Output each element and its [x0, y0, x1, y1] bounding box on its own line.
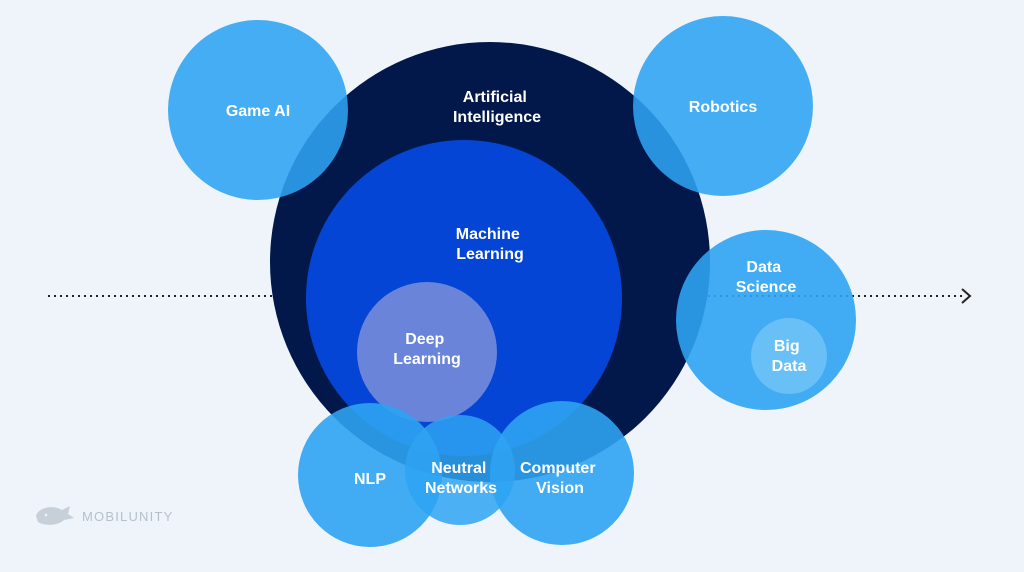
neural-networks-circle: [405, 415, 515, 525]
machine-learning-label: Machine Learning: [456, 226, 524, 263]
brand-name: MOBILUNITY: [82, 509, 173, 524]
brand-logo: MOBILUNITY: [36, 506, 173, 525]
big-data-label: Big Data: [772, 338, 807, 375]
neural-networks-label: Neutral Networks: [425, 460, 497, 497]
arrow-head-icon: [961, 288, 972, 304]
data-science-label: Data Science: [736, 259, 797, 296]
game-ai-label: Game AI: [226, 103, 290, 120]
deep-learning-label: Deep Learning: [393, 331, 461, 368]
computer-vision-circle: [490, 401, 634, 545]
robotics-circle: [633, 16, 813, 196]
nlp-circle: [298, 403, 442, 547]
deep-learning-circle: [357, 282, 497, 422]
nlp-label: NLP: [354, 471, 386, 488]
game-ai-circle: [168, 20, 348, 200]
artificial-intelligence-label: Artificial Intelligence: [453, 89, 541, 126]
big-data-circle: [751, 318, 827, 394]
robotics-label: Robotics: [689, 99, 758, 116]
computer-vision-label: Computer Vision: [520, 460, 600, 497]
whale-icon: [36, 506, 74, 525]
